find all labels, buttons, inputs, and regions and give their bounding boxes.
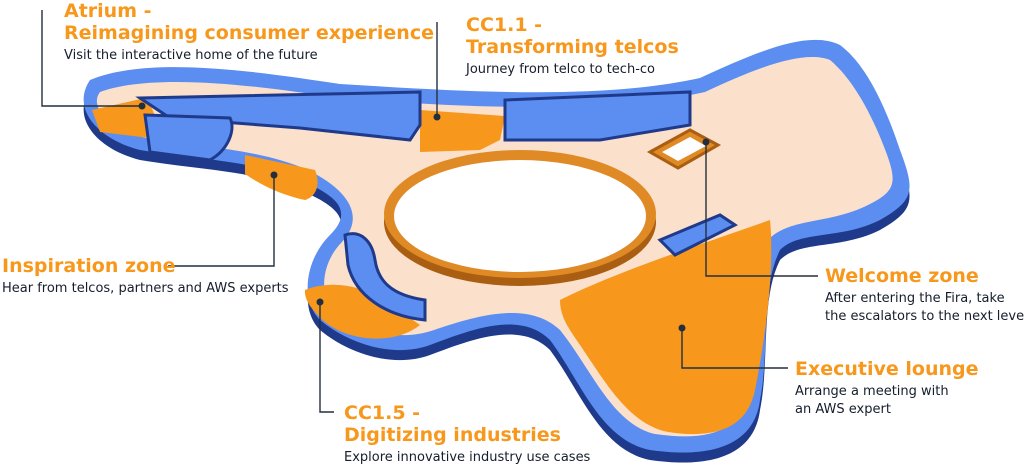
reception-desk-top bbox=[662, 137, 706, 161]
inspiration-description: Hear from telcos, partners and AWS exper… bbox=[2, 281, 289, 296]
cc15-marker bbox=[316, 298, 324, 306]
partition-wall bbox=[503, 90, 692, 142]
inspiration-marker bbox=[270, 171, 278, 179]
inspiration-title: Inspiration zone bbox=[2, 255, 176, 277]
cc11-title: CC1.1 - Transforming telcos bbox=[466, 14, 679, 58]
inspiration-leader bbox=[168, 175, 275, 267]
welcome-label: Welcome zone After entering the Fira, ta… bbox=[825, 265, 1024, 326]
welcome-title: Welcome zone bbox=[825, 265, 979, 287]
cc15-leader bbox=[319, 302, 334, 413]
cc15-description: Explore innovative industry use cases bbox=[344, 450, 591, 465]
atrium-title: Atrium - Reimagining consumer experience bbox=[64, 0, 434, 44]
cc11-area bbox=[420, 110, 505, 152]
cc15-area bbox=[304, 284, 420, 339]
cc11-title-line1: CC1.1 - bbox=[466, 14, 543, 36]
cc15-title: CC1.5 - Digitizing industries bbox=[344, 402, 590, 446]
atrium-description: Visit the interactive home of the future bbox=[64, 48, 318, 63]
atrium-leader bbox=[41, 10, 142, 107]
welcome-marker bbox=[702, 138, 710, 146]
inspiration-label: Inspiration zone Hear from telcos, partn… bbox=[2, 255, 289, 298]
executive-description-line1: Arrange a meeting with bbox=[795, 384, 949, 399]
executive-description: Arrange a meeting with an AWS expert bbox=[795, 383, 979, 419]
cc15-title-line1: CC1.5 - bbox=[344, 402, 421, 424]
cc11-title-line2: Transforming telcos bbox=[466, 36, 679, 58]
inspiration-area bbox=[245, 155, 318, 200]
welcome-description-line2: the escalators to the next level bbox=[825, 309, 1024, 324]
partition-wall bbox=[343, 232, 427, 322]
cc11-label: CC1.1 - Transforming telcos Journey from… bbox=[466, 14, 679, 79]
executive-description-line2: an AWS expert bbox=[795, 402, 891, 417]
welcome-leader bbox=[705, 142, 818, 277]
cc15-title-line2: Digitizing industries bbox=[344, 424, 561, 446]
atrium-title-line2: Reimagining consumer experience bbox=[64, 22, 434, 44]
partition-wall bbox=[657, 213, 738, 257]
executive-leader bbox=[681, 328, 788, 369]
executive-title: Executive lounge bbox=[795, 358, 979, 380]
partition-wall bbox=[143, 113, 234, 162]
central-void bbox=[394, 160, 646, 272]
executive-area bbox=[560, 220, 772, 435]
atrium-label: Atrium - Reimagining consumer experience… bbox=[64, 0, 434, 65]
welcome-description-line1: After entering the Fira, take bbox=[825, 291, 1005, 306]
atrium-title-line1: Atrium - bbox=[64, 0, 152, 22]
executive-label: Executive lounge Arrange a meeting with … bbox=[795, 358, 979, 419]
executive-marker bbox=[678, 324, 686, 332]
cc11-marker bbox=[433, 113, 441, 121]
atrium-marker bbox=[138, 102, 146, 110]
welcome-description: After entering the Fira, take the escala… bbox=[825, 290, 1024, 326]
cc11-description: Journey from telco to tech-co bbox=[466, 62, 655, 77]
cc15-label: CC1.5 - Digitizing industries Explore in… bbox=[344, 402, 590, 467]
